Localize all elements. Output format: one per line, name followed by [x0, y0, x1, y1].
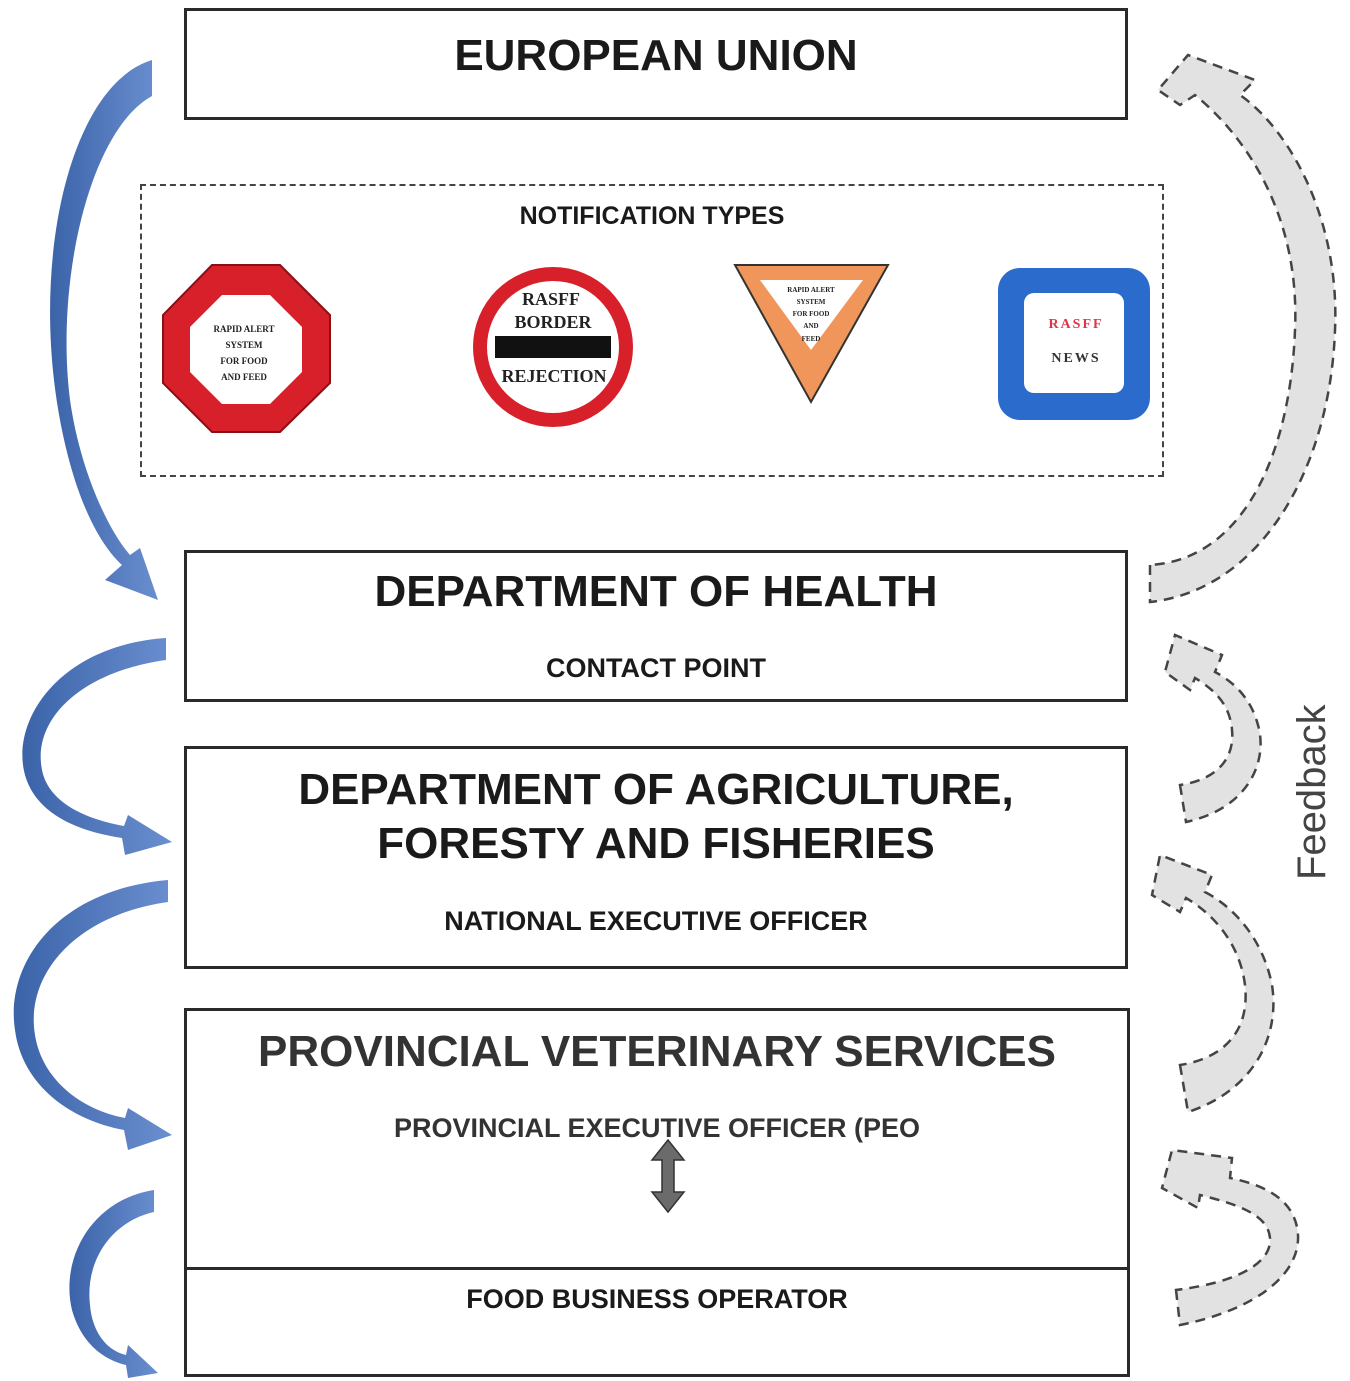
border-rejection-black-band: [495, 336, 611, 358]
european-union-box: EUROPEAN UNION: [184, 8, 1128, 120]
flow-arrow-daff-to-provincial: [13, 880, 172, 1150]
alert-text-3: FOR FOOD: [220, 356, 268, 366]
flow-arrow-provincial-to-fbo: [69, 1190, 158, 1378]
daff-title-line1: DEPARTMENT OF AGRICULTURE,: [298, 765, 1014, 814]
food-business-operator-label: FOOD BUSINESS OPERATOR: [466, 1284, 848, 1314]
info-text-5: FEED: [802, 335, 821, 343]
feedback-arrow-provincial-to-daff: [1150, 853, 1275, 1114]
information-notification-icon: RAPID ALERT SYSTEM FOR FOOD AND FEED: [733, 264, 890, 405]
flow-arrow-health-to-daff: [22, 638, 172, 855]
provincial-veterinary-services-title: PROVINCIAL VETERINARY SERVICES: [258, 1027, 1056, 1076]
alert-notification-icon: RAPID ALERT SYSTEM FOR FOOD AND FEED: [162, 264, 331, 433]
notification-types-panel: NOTIFICATION TYPES: [140, 184, 1164, 477]
national-executive-officer-label: NATIONAL EXECUTIVE OFFICER: [444, 906, 868, 936]
border-text-2: BORDER: [514, 312, 592, 332]
feedback-label: Feedback: [1290, 704, 1334, 880]
department-of-health-title: DEPARTMENT OF HEALTH: [374, 567, 938, 616]
alert-text-4: AND FEED: [221, 372, 267, 382]
feedback-arrow-fbo-to-provincial: [1160, 1148, 1300, 1327]
feedback-arrow-daff-to-health: [1163, 633, 1262, 824]
two-way-arrow-icon: [650, 1138, 686, 1214]
department-of-agriculture-box: DEPARTMENT OF AGRICULTURE, FORESTY AND F…: [184, 746, 1128, 969]
alert-text-1: RAPID ALERT: [214, 324, 275, 334]
info-text-3: FOR FOOD: [793, 310, 830, 318]
border-text-1: RASFF: [522, 289, 580, 309]
department-of-health-box: DEPARTMENT OF HEALTH CONTACT POINT: [184, 550, 1128, 702]
european-union-title: EUROPEAN UNION: [454, 31, 858, 80]
border-text-3: REJECTION: [501, 366, 606, 386]
flow-arrow-eu-to-health: [50, 60, 158, 600]
news-text-2: NEWS: [1051, 351, 1100, 366]
daff-title-line2: FORESTY AND FISHERIES: [377, 819, 935, 868]
border-rejection-icon: RASFF BORDER REJECTION: [473, 267, 633, 427]
info-text-1: RAPID ALERT: [787, 286, 835, 294]
feedback-arrow-health-to-eu: [1148, 53, 1337, 604]
notification-types-title: NOTIFICATION TYPES: [519, 202, 785, 230]
food-business-operator-box: FOOD BUSINESS OPERATOR: [184, 1267, 1130, 1377]
provincial-veterinary-services-box: PROVINCIAL VETERINARY SERVICES PROVINCIA…: [184, 1008, 1130, 1270]
provincial-executive-officer-label: PROVINCIAL EXECUTIVE OFFICER (PEO: [393, 1113, 921, 1143]
info-text-2: SYSTEM: [797, 298, 826, 306]
news-text-1: RASFF: [1048, 317, 1103, 332]
alert-text-2: SYSTEM: [225, 340, 263, 350]
news-notification-icon: RASFF NEWS: [998, 268, 1150, 420]
info-text-4: AND: [803, 322, 818, 330]
contact-point-label: CONTACT POINT: [546, 653, 766, 683]
